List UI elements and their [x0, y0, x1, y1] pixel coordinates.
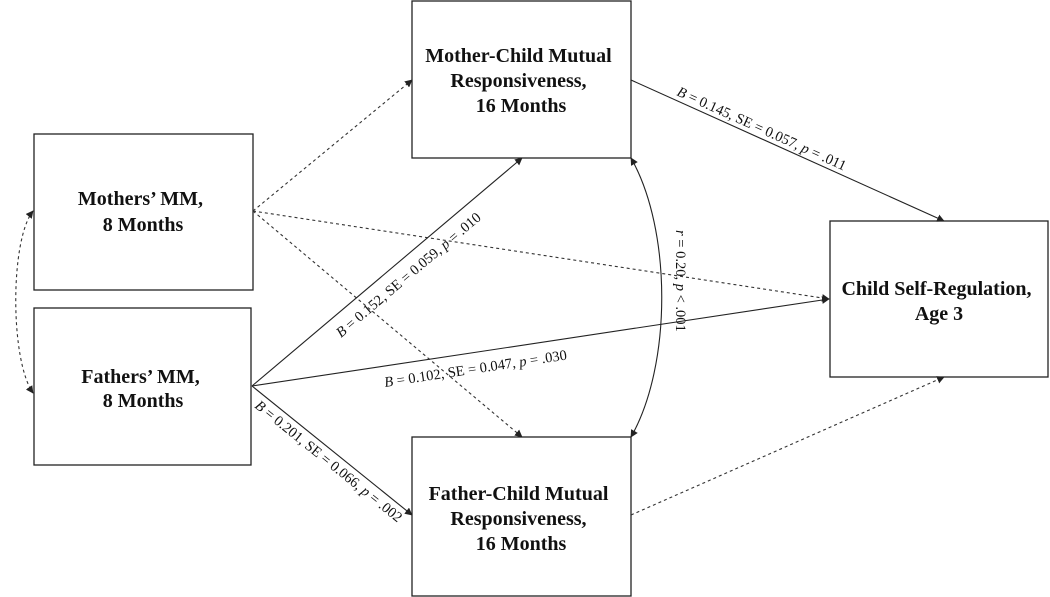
mother-father-child-correlation-coefficient: r = 0.20, p < .001 — [672, 230, 688, 332]
mothers-mm-box — [33, 133, 254, 291]
father-child-label: Father-Child Mutual Responsiveness, 16 M… — [429, 483, 614, 555]
fathers-to-mother-child-coefficient: B = 0.152, SE = 0.059, p = .010 — [333, 210, 484, 341]
mm-covariance-path — [15, 210, 34, 394]
mother-child-to-child-sr-path — [630, 79, 945, 222]
fathers-mm-box — [33, 307, 252, 466]
mother-child-box — [411, 0, 632, 159]
child-self-regulation-label: Child Self-Regulation, Age 3 — [841, 278, 1036, 325]
child-self-regulation-box — [829, 220, 1049, 378]
fathers-to-father-child-coefficient: B = 0.201, SE = 0.066, p = .002 — [251, 398, 405, 526]
fathers-mm-label: Fathers’ MM, 8 Months — [81, 366, 204, 412]
mother-father-child-correlation-path — [630, 157, 663, 438]
mothers-mm-to-mother-child-path — [252, 79, 413, 212]
mothers-mm-label: Mothers’ MM, 8 Months — [78, 188, 208, 236]
fathers-to-child-sr-coefficient: B = 0.102, SE = 0.047, p = .030 — [383, 348, 568, 391]
mothers-mm-to-child-sr-path — [252, 210, 830, 302]
fathers-mm-to-child-sr-path — [251, 296, 830, 387]
mother-child-to-sr-coefficient: B = 0.145, SE = 0.057, p = .011 — [674, 84, 848, 174]
fathers-mm-to-mother-child-path — [251, 157, 523, 387]
father-child-to-child-sr-path — [630, 376, 945, 516]
fathers-mm-to-father-child-path — [251, 385, 413, 516]
mother-child-label: Mother-Child Mutual Responsiveness, 16 M… — [425, 45, 616, 117]
mothers-mm-to-father-child-path — [252, 210, 523, 438]
